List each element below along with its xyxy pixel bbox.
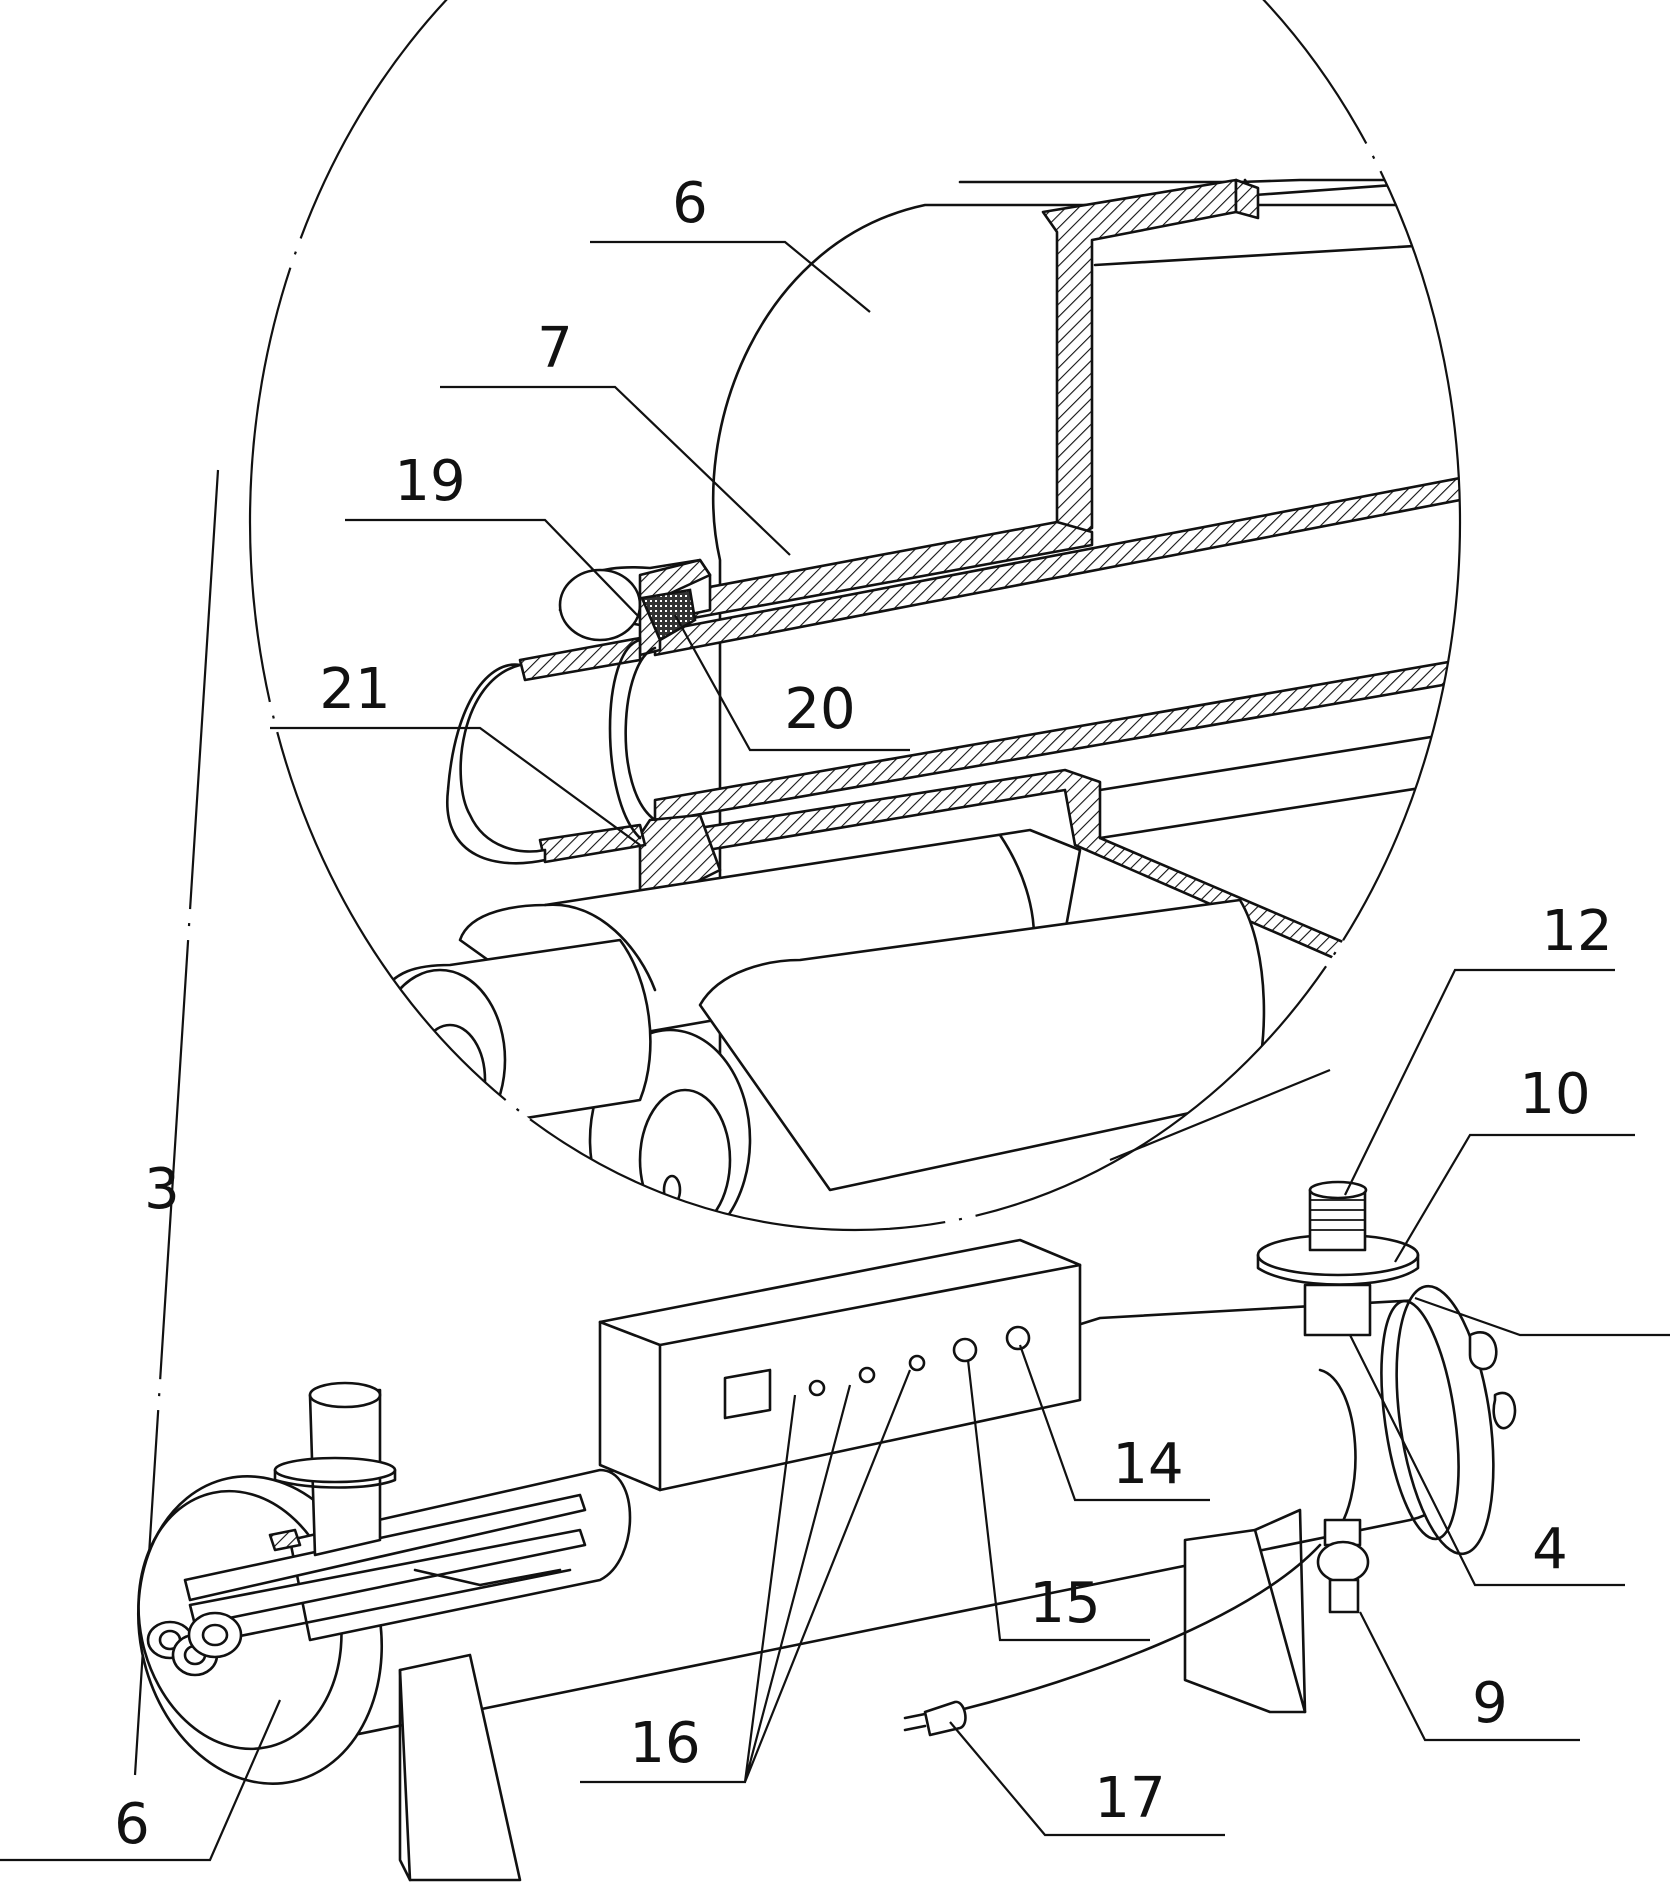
label-14: 14 [1112, 1432, 1183, 1497]
tube-end-left-3 [187, 1611, 243, 1659]
control-knob-15 [952, 1337, 978, 1363]
label-10: 10 [1519, 1062, 1590, 1127]
leader-lines [0, 240, 1670, 1862]
label-16: 16 [629, 1711, 700, 1776]
right-end-bolt-1 [1468, 1331, 1498, 1371]
internal-tube-2 [188, 1528, 587, 1627]
power-plug-17 [923, 1700, 967, 1737]
right-end-flange-rim [1380, 1299, 1460, 1541]
indicator-light-3 [908, 1354, 926, 1372]
outer-tube-opening [445, 663, 547, 865]
support-leg-left-edge [398, 1668, 412, 1882]
top-inlet-pipe-flange [273, 1456, 397, 1484]
cylinder-back-rim [543, 903, 657, 992]
label-4: 4 [1532, 1517, 1568, 1582]
inner-tube-rim [624, 646, 657, 822]
internal-baffle [413, 1568, 562, 1587]
label-9: 9 [1472, 1671, 1508, 1736]
magnifier-circle [249, 0, 1461, 1231]
frame-line-4 [1098, 758, 1460, 840]
label-15: 15 [1029, 1571, 1100, 1636]
frame-line-2 [1243, 168, 1460, 197]
tube-end-left-3-bore [201, 1623, 229, 1647]
indicator-light-1 [808, 1379, 826, 1397]
magnifier-connector-right [1109, 1068, 1331, 1162]
indicator-light-2 [858, 1366, 876, 1384]
control-box [598, 1238, 1082, 1492]
flange-10-side [1256, 1253, 1420, 1286]
support-leg-right [1183, 1528, 1307, 1714]
top-inlet-pipe-flange-side [273, 1468, 397, 1489]
connector-12-top [1308, 1180, 1368, 1200]
support-leg-right-edge [1253, 1508, 1307, 1714]
connector-12-threads [1310, 1199, 1365, 1231]
support-leg-left [398, 1653, 522, 1882]
inner-tube-lower-wall [653, 658, 1460, 824]
drain-outlet [1328, 1578, 1360, 1614]
inner-tube-opening [608, 638, 642, 840]
label-7: 7 [537, 316, 573, 381]
cylinder-front-left-end [373, 968, 507, 1152]
label-17: 17 [1094, 1766, 1165, 1831]
control-knob-14 [1005, 1325, 1031, 1351]
label-3: 3 [144, 1157, 180, 1222]
internal-tube-3 [218, 1568, 572, 1642]
drain-valve-9 [1316, 1540, 1370, 1584]
power-plug-prongs [903, 1712, 927, 1732]
wall-section-upper-end [1234, 178, 1260, 220]
label-12: 12 [1541, 899, 1612, 964]
outlet-pipe-4 [1303, 1283, 1372, 1337]
label-6-detail: 6 [672, 171, 708, 236]
top-inlet-pipe-end [308, 1381, 382, 1409]
internal-tube-1 [183, 1493, 587, 1602]
display-screen [723, 1368, 772, 1420]
right-end-bolt-2 [1492, 1391, 1517, 1430]
tube-end-lower-hatch [538, 823, 647, 864]
cylinder-front-right-inner [638, 1088, 732, 1230]
frame-line-3 [1098, 708, 1460, 792]
main-apparatus-view [136, 1180, 1517, 1882]
power-cord [958, 1543, 1322, 1712]
drain-pipe [1323, 1518, 1362, 1547]
label-20: 20 [784, 677, 855, 742]
cylinder-front-left [378, 938, 652, 1132]
reference-labels: 6 7 19 20 21 3 12 10 14 15 4 16 9 17 6 [114, 171, 1612, 1857]
frame-line-1 [1093, 233, 1460, 267]
magnified-detail-view [373, 168, 1460, 1230]
label-6-main: 6 [114, 1792, 150, 1857]
cutaway-wall-hatch [268, 1528, 302, 1552]
label-19: 19 [394, 449, 465, 514]
label-21: 21 [319, 657, 390, 722]
